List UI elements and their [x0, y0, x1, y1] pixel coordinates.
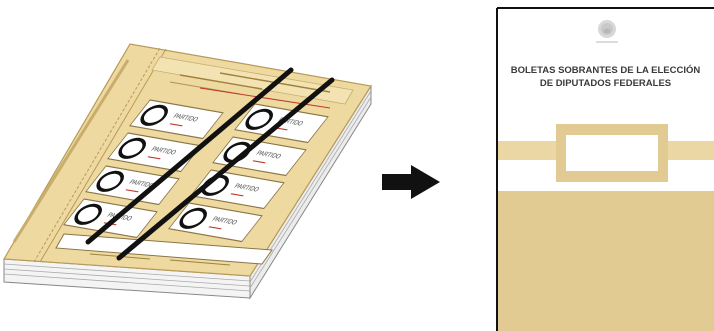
envelope-title-line1: BOLETAS SOBRANTES DE LA ELECCIÓN [510, 65, 701, 76]
envelope-title: BOLETAS SOBRANTES DE LA ELECCIÓN DE DIPU… [497, 64, 714, 90]
envelope-label-window [566, 135, 658, 171]
party-label: PARTIDO [171, 113, 199, 123]
ballot-cancel-lines [85, 67, 335, 261]
party-label: PARTIDO [127, 179, 155, 189]
party-box: PARTIDO [107, 132, 202, 173]
party-box: PARTIDO [168, 202, 263, 243]
party-label: PARTIDO [232, 183, 260, 193]
party-box: PARTIDO [63, 198, 158, 239]
party-box-grid: PARTIDO PARTIDO PARTIDO PARTIDO [63, 99, 329, 243]
party-label: PARTIDO [149, 146, 177, 156]
party-box: PARTIDO [129, 99, 224, 140]
party-label: PARTIDO [210, 216, 238, 226]
envelope-title-line2: DE DIPUTADOS FEDERALES [539, 78, 672, 89]
national-seal-icon [596, 20, 618, 43]
party-label: PARTIDO [254, 150, 282, 160]
ballot-footer [55, 233, 273, 266]
ballot-pad: PARTIDO PARTIDO PARTIDO PARTIDO [2, 43, 372, 300]
envelope [496, 7, 714, 331]
arrow-right-icon [382, 165, 440, 199]
party-label: PARTIDO [276, 117, 304, 127]
envelope-lower-panel [497, 191, 714, 331]
party-box: PARTIDO [85, 165, 180, 206]
ballot-stub [12, 47, 167, 263]
